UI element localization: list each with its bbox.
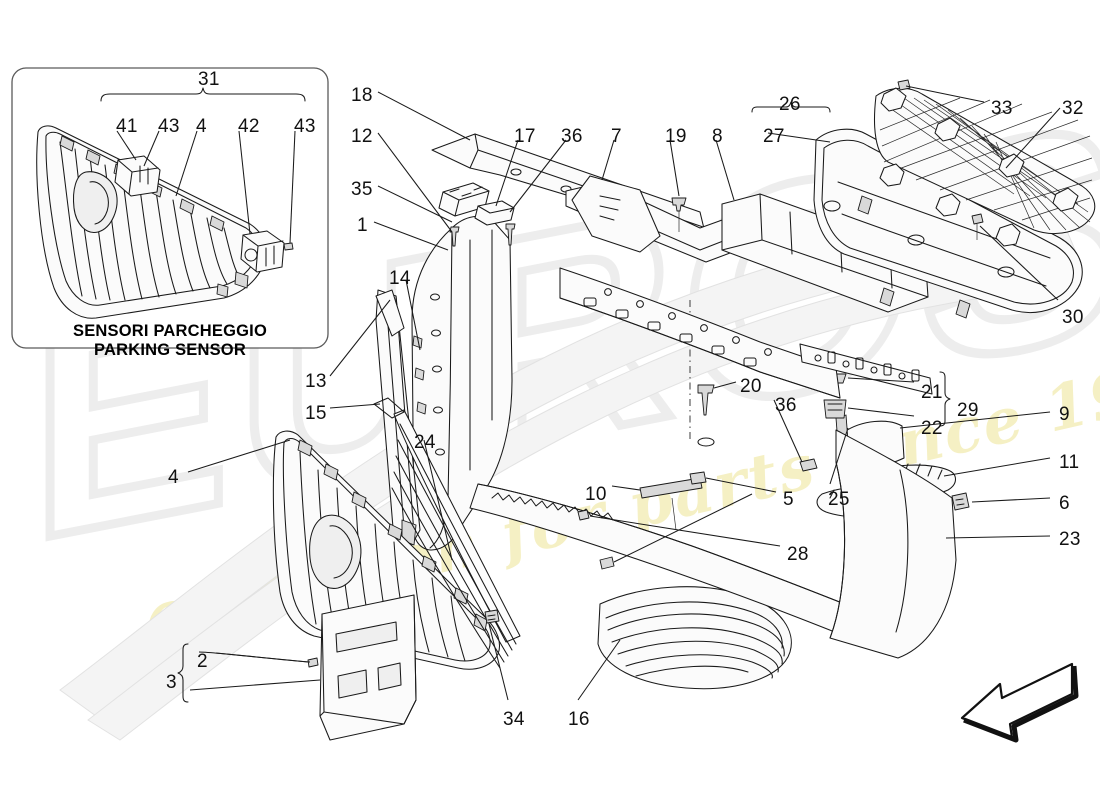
leader-lines — [187, 85, 1061, 701]
callout-29: 29 — [957, 400, 979, 421]
inset-callout-4: 4 — [196, 116, 207, 137]
part-5-clip-lower — [599, 556, 615, 570]
inset-grille-art — [36, 87, 306, 319]
callout-7: 7 — [611, 126, 622, 147]
callout-20: 20 — [740, 376, 762, 397]
callout-5: 5 — [783, 489, 794, 510]
callout-30: 30 — [1062, 307, 1084, 328]
callout-14: 14 — [389, 268, 411, 289]
callout-9: 9 — [1059, 404, 1070, 425]
callout-35: 35 — [351, 179, 373, 200]
part-7-crash-beam — [565, 175, 739, 263]
callout-18: 18 — [351, 85, 373, 106]
part-2-3-plate-holder — [307, 594, 417, 741]
callout-6: 6 — [1059, 493, 1070, 514]
part-36-clip-centre — [799, 458, 818, 472]
callout-21: 21 — [921, 382, 943, 403]
part-6-clip — [951, 492, 970, 511]
callout-3: 3 — [166, 672, 177, 693]
part-10-trim-bar — [639, 477, 703, 531]
part-36-clip-upper — [474, 200, 515, 226]
right-corner-shell — [829, 429, 957, 659]
part-16-lower-mesh — [597, 586, 792, 690]
part-22-grommet — [823, 399, 847, 419]
inset-caption-it: SENSORI PARCHEGGIO — [73, 322, 267, 340]
callout-22: 22 — [921, 418, 943, 439]
callout-4: 4 — [168, 467, 179, 488]
bracket-29 — [939, 371, 951, 427]
callout-17: 17 — [514, 126, 536, 147]
callout-27: 27 — [763, 126, 785, 147]
callout-15: 15 — [305, 403, 327, 424]
part-14-clip-strip — [412, 335, 427, 415]
part-34-clip — [484, 609, 500, 624]
callout-34: 34 — [503, 709, 525, 730]
part-32-upper-mesh — [873, 79, 1096, 247]
callout-11: 11 — [1059, 452, 1080, 473]
callout-36: 36 — [775, 395, 797, 416]
callout-12: 12 — [351, 126, 373, 147]
callout-19: 19 — [665, 126, 687, 147]
callout-26: 26 — [779, 94, 801, 115]
inset-callout-43: 43 — [294, 116, 316, 137]
inset-callout-41: 41 — [116, 116, 138, 137]
callout-10: 10 — [585, 484, 607, 505]
callout-13: 13 — [305, 371, 327, 392]
inset-callout-43: 43 — [158, 116, 180, 137]
callout-25: 25 — [828, 489, 850, 510]
bracket-26 — [751, 101, 831, 113]
callout-1: 1 — [357, 215, 368, 236]
part-13-thin-blade — [375, 289, 405, 337]
callout-24: 24 — [414, 432, 436, 453]
inset-bracket-label: 31 — [198, 69, 220, 90]
inset-caption-en: PARKING SENSOR — [94, 341, 246, 360]
direction-arrow — [960, 662, 1079, 743]
part-15-24-fin-slats — [373, 397, 521, 669]
callout-2: 2 — [197, 651, 208, 672]
inset-caption: SENSORI PARCHEGGIO PARKING SENSOR — [12, 322, 328, 361]
part-19-bolt — [671, 197, 687, 232]
callout-28: 28 — [787, 544, 809, 565]
callout-16: 16 — [568, 709, 590, 730]
part-5-clip — [689, 471, 707, 485]
callout-8: 8 — [712, 126, 723, 147]
callout-23: 23 — [1059, 529, 1081, 550]
brace-3 — [177, 643, 189, 703]
inset-callout-42: 42 — [238, 116, 260, 137]
part-28-screw — [577, 509, 590, 521]
callout-32: 32 — [1062, 98, 1084, 119]
callout-33: 33 — [991, 98, 1013, 119]
callout-36: 36 — [561, 126, 583, 147]
